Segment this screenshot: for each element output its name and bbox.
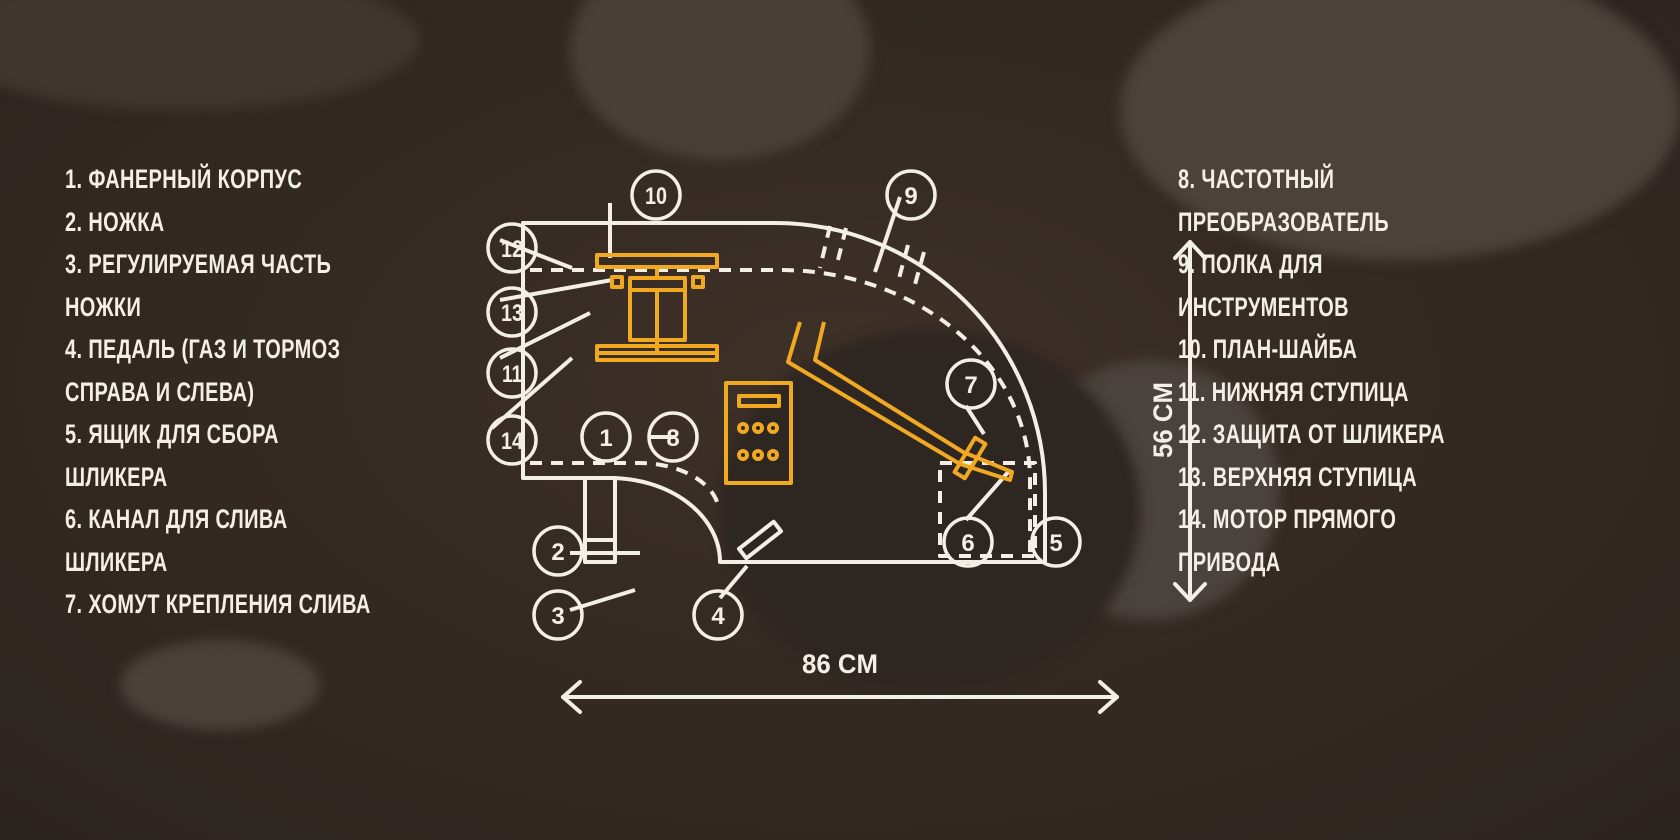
leg bbox=[583, 476, 617, 564]
callout-label: 11 bbox=[502, 361, 522, 388]
slip-guard bbox=[610, 275, 624, 289]
callout-6 bbox=[942, 516, 994, 568]
legend-item: 6. КАНАЛ ДЛЯ СЛИВА bbox=[65, 504, 288, 534]
width-dimension-arrow bbox=[561, 680, 1119, 714]
legend-item: ШЛИКЕРА bbox=[65, 461, 168, 492]
legend-item: 11. НИЖНЯЯ СТУПИЦА bbox=[1178, 376, 1409, 407]
drain-channel bbox=[786, 321, 1014, 482]
callout-label: 4 bbox=[711, 603, 725, 630]
callout-11 bbox=[486, 347, 538, 399]
callout-14 bbox=[486, 414, 538, 466]
shelf-line bbox=[834, 227, 848, 269]
callout-5 bbox=[1030, 516, 1082, 568]
callout-9 bbox=[885, 169, 937, 221]
legend-right: 8. ЧАСТОТНЫЙ ПРЕОБРАЗОВАТЕЛЬ 9. ПОЛКА ДЛ… bbox=[1178, 158, 1445, 583]
callout-label: 6 bbox=[961, 530, 974, 557]
legend-item: 14. МОТОР ПРЯМОГО bbox=[1178, 504, 1397, 534]
callout-label: 2 bbox=[551, 539, 564, 566]
legend-left: 1. ФАНЕРНЫЙ КОРПУС 2. НОЖКА 3. РЕГУЛИРУЕ… bbox=[65, 158, 371, 626]
callout-label: 7 bbox=[964, 372, 977, 399]
legend-item: 10. ПЛАН-ШАЙБА bbox=[1178, 334, 1358, 364]
callout-label: 3 bbox=[551, 603, 564, 630]
callout-13 bbox=[486, 286, 538, 338]
converter-buttons bbox=[737, 422, 779, 461]
legend-item: 1. ФАНЕРНЫЙ КОРПУС bbox=[65, 164, 303, 194]
shelf-line bbox=[896, 244, 910, 283]
legend-item: НОЖКИ bbox=[65, 291, 142, 322]
callout-label: 13 bbox=[501, 300, 523, 327]
legend-item: 8. ЧАСТОТНЫЙ bbox=[1178, 164, 1335, 194]
callout-10 bbox=[630, 169, 682, 221]
callout-4 bbox=[692, 589, 744, 641]
callout-label: 12 bbox=[501, 236, 523, 263]
background-shape bbox=[120, 640, 320, 730]
legend-item: 4. ПЕДАЛЬ (ГАЗ И ТОРМОЗ bbox=[65, 334, 341, 364]
shelf-line bbox=[912, 251, 926, 289]
legend-item: 13. ВЕРХНЯЯ СТУПИЦА bbox=[1178, 461, 1418, 492]
leader-line bbox=[499, 278, 613, 302]
legend-item: 3. РЕГУЛИРУЕМАЯ ЧАСТЬ bbox=[65, 249, 332, 279]
legend-item: 2. НОЖКА bbox=[65, 206, 165, 237]
faceplate bbox=[595, 253, 719, 269]
legend-item: ПРЕОБРАЗОВАТЕЛЬ bbox=[1178, 206, 1390, 237]
callout-label: 14 bbox=[501, 428, 524, 455]
background-shape bbox=[1120, 0, 1680, 260]
legend-item: 7. ХОМУТ КРЕПЛЕНИЯ СЛИВА bbox=[65, 589, 371, 619]
callout-label: 1 bbox=[599, 425, 612, 452]
legend-item: 12. ЗАЩИТА ОТ ШЛИКЕРА bbox=[1178, 419, 1445, 449]
slip-box bbox=[938, 461, 1037, 558]
callout-label: 9 bbox=[904, 183, 917, 210]
callout-8 bbox=[647, 411, 699, 463]
callout-label: 8 bbox=[666, 425, 679, 452]
width-dimension-label: 86 CM bbox=[802, 649, 878, 679]
legend-item: 5. ЯЩИК ДЛЯ СБОРА bbox=[65, 419, 279, 449]
slip-guard bbox=[691, 275, 705, 289]
slip-guard-line bbox=[530, 268, 1032, 560]
legend-item: ШЛИКЕРА bbox=[65, 546, 168, 577]
legend-item: ИНСТРУМЕНТОВ bbox=[1178, 291, 1349, 322]
legend-item: СПРАВА И СЛЕВА) bbox=[65, 376, 255, 407]
callout-label: 10 bbox=[645, 183, 667, 210]
shelf-line bbox=[818, 225, 832, 269]
callout-7 bbox=[945, 358, 997, 410]
frequency-converter bbox=[724, 381, 793, 485]
height-dimension-label: 56 CM bbox=[1148, 382, 1178, 458]
height-dimension-arrow bbox=[1173, 240, 1207, 602]
callout-3 bbox=[532, 589, 584, 641]
callout-2 bbox=[532, 525, 584, 577]
drain-clamp bbox=[952, 435, 988, 481]
callout-1 bbox=[580, 411, 632, 463]
converter-display bbox=[737, 394, 781, 408]
lower-dashed-line bbox=[530, 461, 720, 506]
callout-12 bbox=[486, 222, 538, 274]
callout-label: 5 bbox=[1049, 530, 1062, 557]
body-outline bbox=[521, 221, 1047, 564]
pedal bbox=[736, 519, 784, 561]
leader-line bbox=[873, 196, 902, 273]
leader-line bbox=[964, 404, 986, 436]
legend-item: ПРИВОДА bbox=[1178, 546, 1281, 577]
